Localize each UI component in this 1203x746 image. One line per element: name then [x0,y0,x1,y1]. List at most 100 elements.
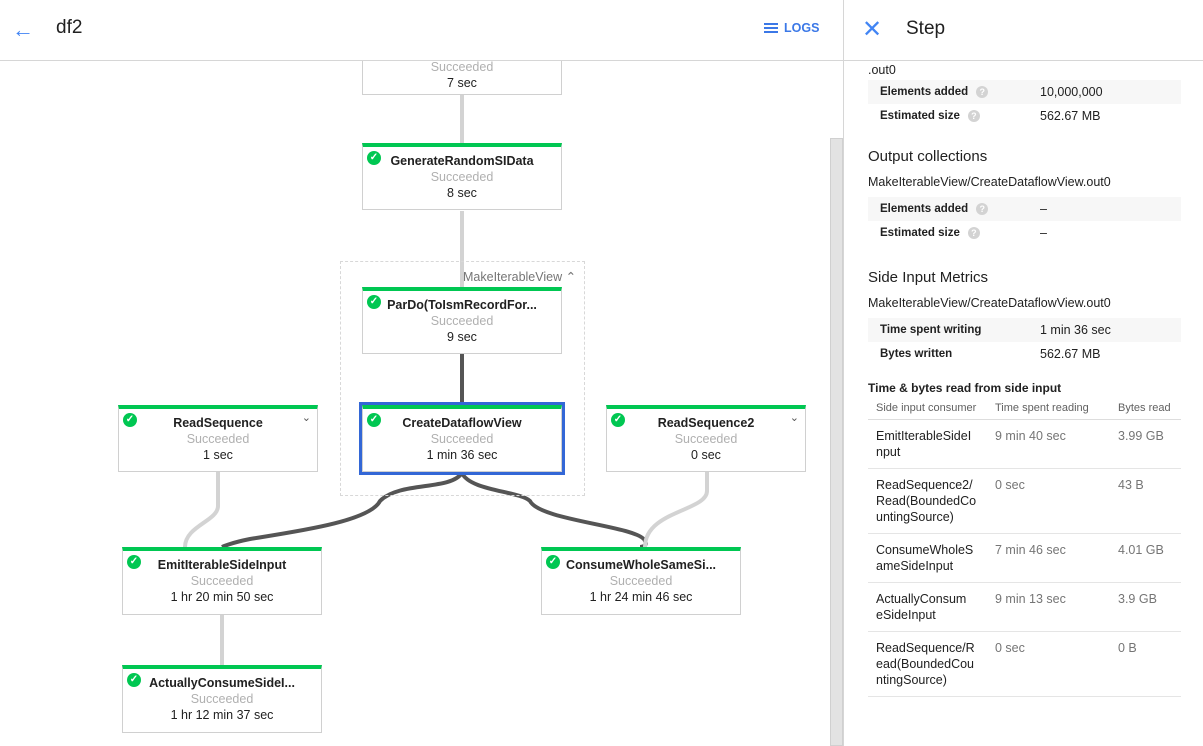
consumer-cell: ActuallyConsum eSideInput [868,582,987,632]
node-status: Succeeded [430,432,494,446]
node-name: ActuallyConsumeSideI... [149,676,295,690]
node-status: Succeeded [609,574,673,588]
consumer-cell: ConsumeWholeS ameSideInput [868,533,987,583]
metric-value: – [1040,226,1047,240]
group-collapse-toggle[interactable]: MakeIterableView ⌃ [463,270,577,284]
node-time: 1 hr 20 min 50 sec [170,590,274,604]
metric-value: 1 min 36 sec [1040,323,1111,337]
graph-canvas[interactable]: MakeIterableView ⌃ Succeeded 7 sec ✓ Gener… [0,61,843,746]
bytes-cell: 4.01 GB [1110,533,1181,583]
node-name: ConsumeWholeSameSi... [565,558,717,572]
close-icon[interactable]: ✕ [862,16,883,43]
help-icon[interactable]: ? [976,86,989,98]
metric-row: Estimated size?– [868,221,1181,245]
node-status: Succeeded [186,432,250,446]
top-bar: ← df2 LOGS [0,0,843,61]
node-time: 1 hr 12 min 37 sec [170,708,274,722]
job-title: df2 [56,17,83,38]
check-circle-icon: ✓ [367,151,381,165]
output-collection-path: MakeIterableView/CreateDataflowView.out0 [868,175,1111,189]
bytes-cell: 3.9 GB [1110,582,1181,632]
graph-scrollbar[interactable] [830,138,843,746]
node-status: Succeeded [430,61,494,74]
time-cell: 0 sec [987,631,1110,697]
side-input-path: MakeIterableView/CreateDataflowView.out0 [868,296,1111,310]
node-time: 8 sec [447,186,477,200]
side-input-metrics-heading: Side Input Metrics [868,269,989,286]
check-circle-icon: ✓ [367,413,381,427]
metric-value: 10,000,000 [1040,85,1103,99]
node-name: GenerateRandomSIData [390,154,534,168]
check-circle-icon: ✓ [611,413,625,427]
node-status: Succeeded [674,432,738,446]
time-cell: 9 min 13 sec [987,582,1110,632]
node-name: ReadSequence [173,416,263,430]
input-collection-path: .out0 [868,63,896,77]
metric-label: Time spent writing [880,324,982,336]
graph-edges [183,95,709,665]
output-collections-heading: Output collections [868,148,988,165]
metric-label: Estimated size [880,110,960,122]
check-circle-icon: ✓ [127,673,141,687]
node-time: 0 sec [691,448,721,462]
bytes-cell: 3.99 GB [1110,419,1181,469]
back-arrow-icon[interactable]: ← [12,17,34,42]
logs-button[interactable]: LOGS [764,21,819,35]
check-circle-icon: ✓ [127,555,141,569]
group-makeiterableview [340,261,585,496]
node-time: 1 sec [203,448,233,462]
graph-node[interactable]: ✓ ParDo(ToIsmRecordFor... Succeeded 9 sec [362,287,562,354]
consumer-cell: ReadSequence/R ead(BoundedCou ntingSourc… [868,631,987,697]
column-header: Bytes read [1110,398,1181,420]
metric-label: Elements added [880,86,969,98]
step-panel: ✕ Step .out0 Elements added?10,000,000 E… [843,0,1203,746]
consumer-cell: ReadSequence2/ Read(BoundedCo untingSour… [868,468,987,534]
node-time: 7 sec [447,76,477,90]
bytes-cell: 0 B [1110,631,1181,697]
table-row: ReadSequence2/ Read(BoundedCo untingSour… [868,468,1181,534]
menu-lines-icon [764,23,778,33]
graph-node[interactable]: Succeeded 7 sec [362,61,562,95]
graph-node[interactable]: ✓ ActuallyConsumeSideI... Succeeded 1 hr 12… [122,665,322,733]
help-icon[interactable]: ? [967,110,980,122]
metric-value: 562.67 MB [1040,347,1101,361]
node-status: Succeeded [430,314,494,328]
metric-value: 562.67 MB [1040,109,1101,123]
check-circle-icon: ✓ [367,295,381,309]
metric-label: Elements added [880,203,969,215]
chevron-down-icon[interactable]: ⌄ [789,412,799,424]
side-input-read-heading: Time & bytes read from side input [868,381,1062,395]
node-name: ReadSequence2 [657,416,755,430]
check-circle-icon: ✓ [123,413,137,427]
metric-row: Estimated size? 562.67 MB [868,104,1181,128]
metric-row: Elements added? – [868,197,1181,221]
metric-value: – [1040,202,1047,216]
help-icon[interactable]: ? [967,227,980,239]
metric-row: Time spent writing 1 min 36 sec [868,318,1181,342]
edge [643,472,709,548]
node-name: ParDo(ToIsmRecordFor... [387,298,537,312]
column-header: Time spent reading [987,398,1110,420]
check-circle-icon: ✓ [546,555,560,569]
time-cell: 7 min 46 sec [987,533,1110,583]
group-label: MakeIterableView [463,270,563,284]
edge [183,472,220,548]
table-row: ReadSequence/R ead(BoundedCou ntingSourc… [868,631,1181,697]
node-time: 1 min 36 sec [426,448,498,462]
help-icon[interactable]: ? [976,203,989,215]
metric-row: Elements added? 10,000,000 [868,80,1181,104]
node-time: 9 sec [447,330,477,344]
chevron-down-icon[interactable]: ⌄ [301,412,311,424]
node-status: Succeeded [190,692,254,706]
edge [221,471,464,549]
consumer-cell: EmitIterableSideI nput [868,419,987,469]
